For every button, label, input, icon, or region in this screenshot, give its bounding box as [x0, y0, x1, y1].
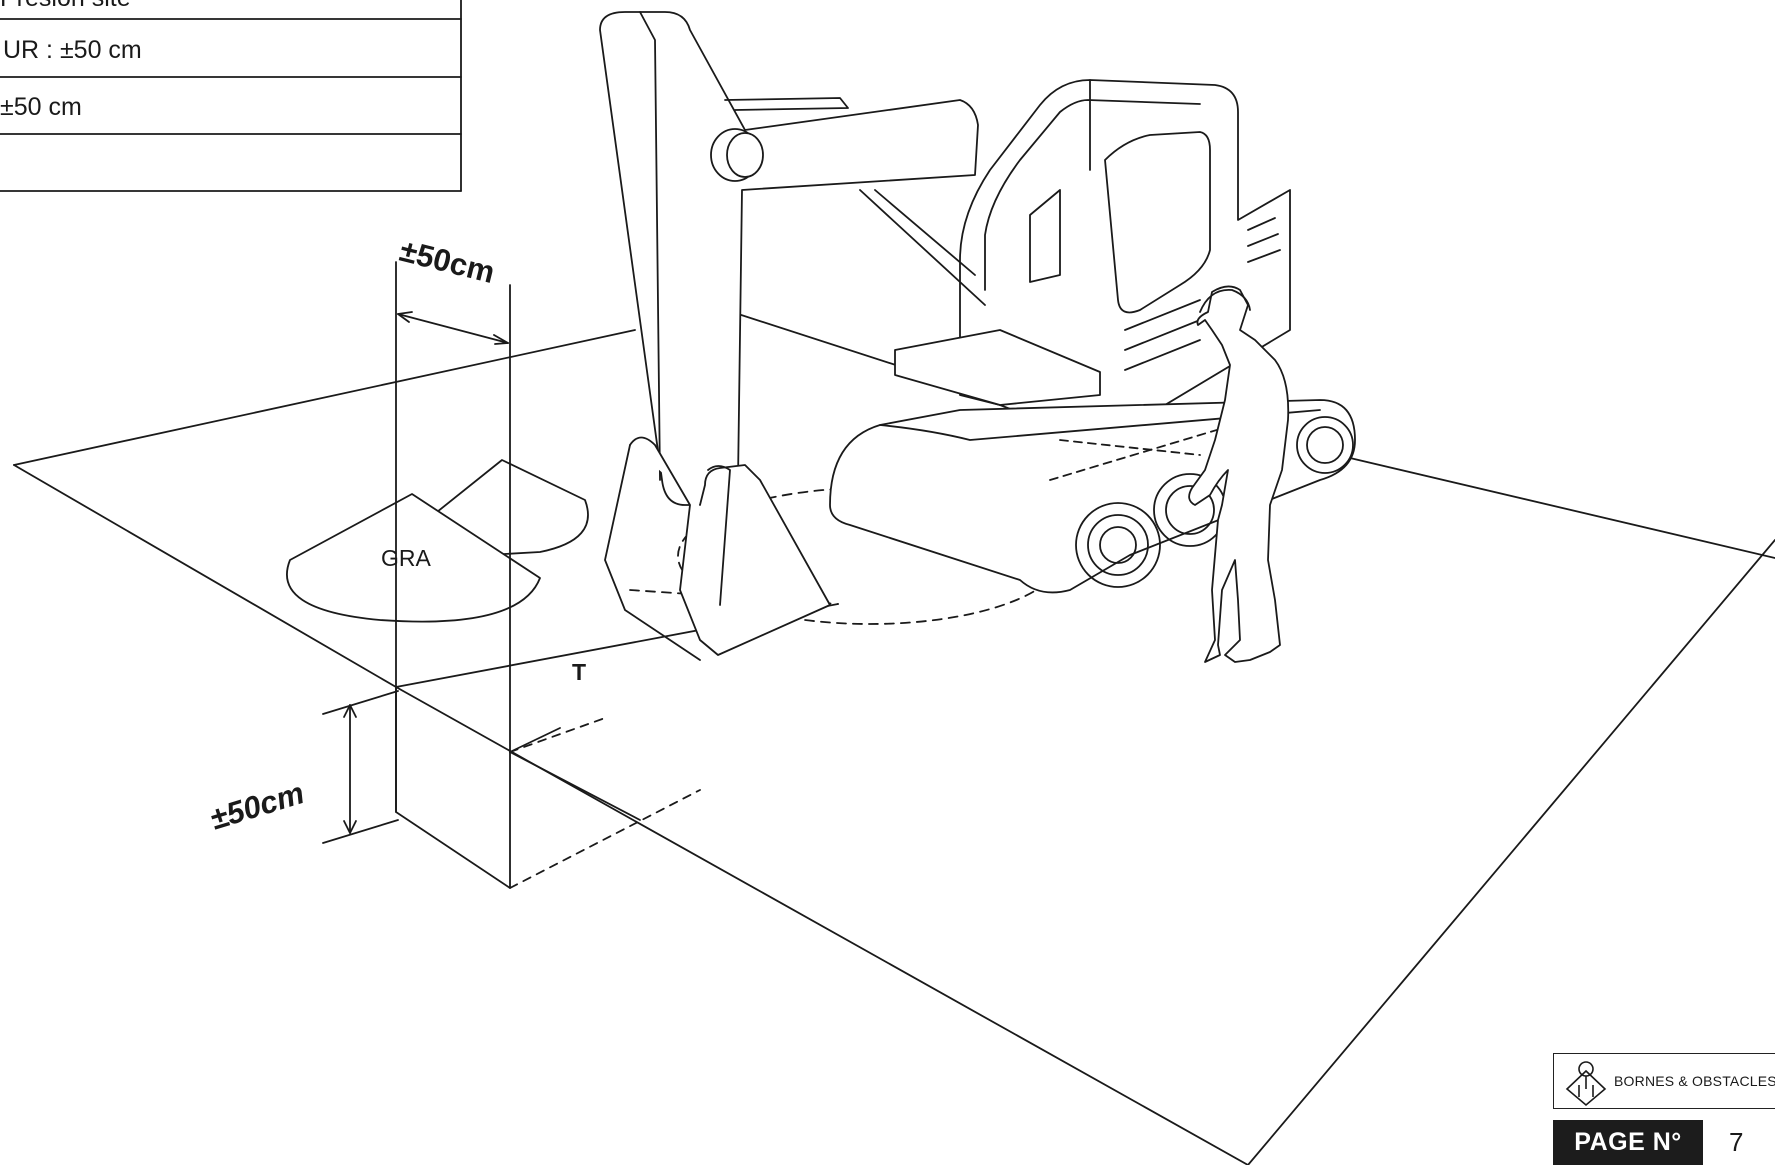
trench-label: T [572, 659, 586, 685]
spec-row-text: ±50 cm [0, 95, 82, 121]
trench-excavation [395, 603, 839, 889]
spoil-pile-label: GRA [381, 545, 432, 571]
spec-row [0, 150, 461, 180]
page-badge: BORNES & OBSTACLES PAGE N° 7 [1553, 1053, 1775, 1165]
spec-row: UR : ±50 cm [0, 38, 461, 68]
bollard-icon [1565, 1061, 1607, 1107]
spec-row-text: UR : ±50 cm [3, 38, 142, 64]
worker-figure [1188, 285, 1290, 663]
spec-row: ±50 cm [0, 95, 461, 125]
badge-header: BORNES & OBSTACLES [1553, 1053, 1775, 1109]
spec-table-lines [0, 0, 462, 192]
spec-row: Présion site [0, 0, 461, 19]
page-label: PAGE N° [1553, 1120, 1703, 1165]
width-dimension [395, 261, 511, 813]
spoil-pile [286, 459, 589, 623]
badge-title: BORNES & OBSTACLES [1614, 1073, 1775, 1089]
spec-row-text: Présion site [0, 0, 131, 11]
page-number: 7 [1729, 1127, 1744, 1157]
depth-dimension-label: ±50cm [206, 775, 308, 837]
depth-dimension [322, 690, 399, 844]
width-dimension-label: ±50cm [396, 233, 498, 290]
spec-table: Présion site UR : ±50 cm ±50 cm [0, 0, 461, 191]
